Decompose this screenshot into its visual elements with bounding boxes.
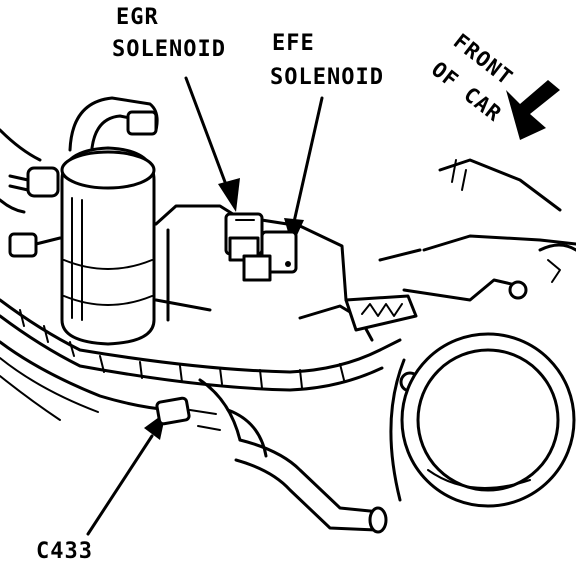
c433-connector: [155, 396, 221, 431]
egr-label-line1: EGR: [116, 5, 159, 30]
efe-solenoid-label: EFE SOLENOID: [270, 31, 384, 90]
c433-pointer-arrow-icon: [86, 412, 166, 536]
right-body: [378, 158, 576, 283]
left-sensor: [8, 166, 62, 258]
wiring-harness: [0, 340, 174, 421]
canister: [60, 96, 159, 346]
front-direction-arrow-icon: [506, 80, 560, 140]
front-of-car-label: FRONT OF CAR: [427, 29, 518, 126]
egr-solenoid: [224, 212, 264, 262]
efe-label-line1: EFE: [272, 31, 315, 56]
main-hose: [0, 298, 402, 392]
egr-pointer-arrow-icon: [184, 76, 240, 212]
round-pump: [389, 332, 576, 508]
connector-c433-label: C433: [36, 539, 93, 564]
lower-pipe: [198, 378, 388, 534]
egr-solenoid-label: EGR SOLENOID: [112, 5, 226, 62]
throttle-bracket: [298, 278, 528, 393]
efe-label-line2: SOLENOID: [270, 65, 384, 90]
engine-body: [0, 128, 348, 322]
efe-solenoid: [242, 230, 298, 282]
egr-label-line2: SOLENOID: [112, 37, 226, 62]
